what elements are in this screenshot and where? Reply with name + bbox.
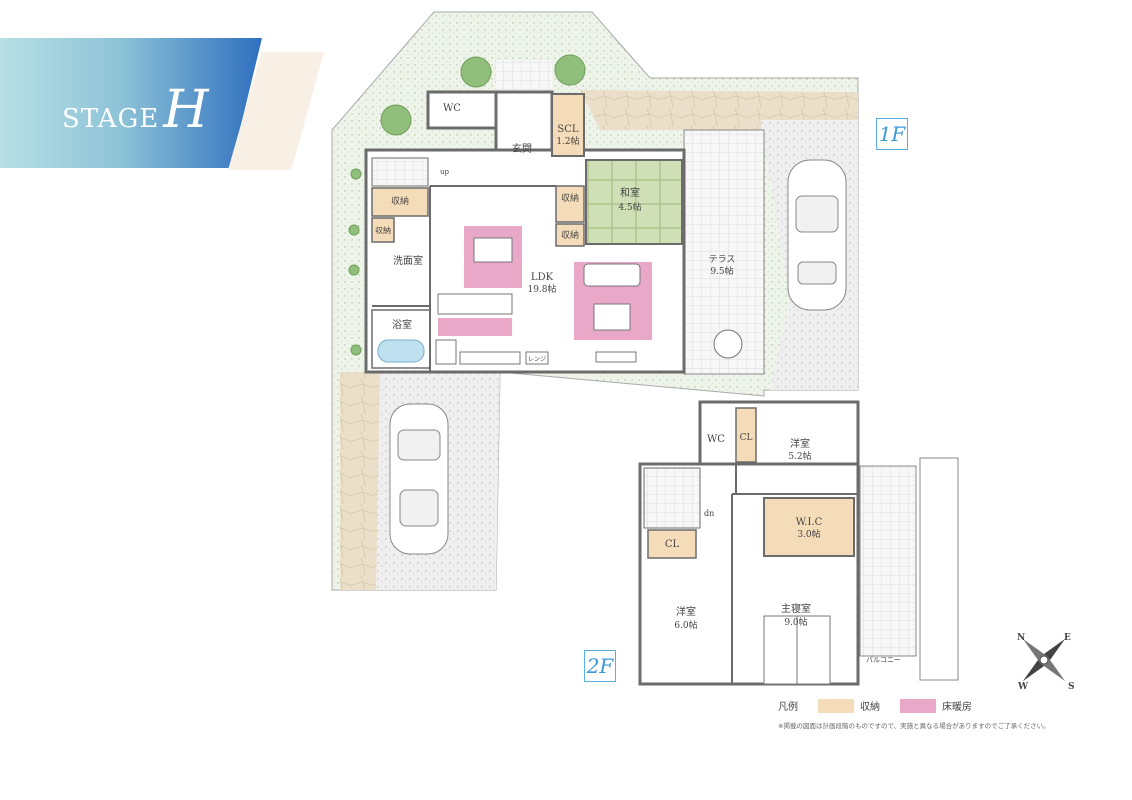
legend-title: 凡例 bbox=[778, 702, 798, 713]
compass-e: E bbox=[1064, 633, 1071, 643]
label-terrace: テラス bbox=[709, 254, 736, 265]
label-ldk-size: 19.8帖 bbox=[527, 283, 556, 295]
compass-s: S bbox=[1068, 682, 1075, 692]
label-storage-1f-d: 収納 bbox=[561, 229, 579, 241]
legend: 凡例 収納 床暖房 bbox=[778, 698, 972, 713]
label-wc-1f: WC bbox=[443, 103, 461, 114]
tv-board bbox=[595, 351, 637, 363]
label-washroom: 洗面室 bbox=[393, 254, 423, 267]
storage-1f-c bbox=[555, 185, 585, 223]
label-wic-size: 3.0帖 bbox=[797, 528, 820, 540]
coffee-table bbox=[593, 303, 631, 331]
range-box bbox=[525, 351, 549, 365]
wic-room bbox=[763, 497, 855, 557]
storage-1f-d bbox=[555, 223, 585, 247]
plan-note: ※掲載の図面は計画段階のものですので、実施と異なる場合がありますのでご了承くださ… bbox=[778, 722, 1050, 730]
label-cl-2f-a: CL bbox=[740, 433, 753, 443]
label-cl-2f-b: CL bbox=[665, 539, 680, 550]
legend-label-floor-heat: 床暖房 bbox=[942, 702, 972, 713]
bathtub bbox=[377, 339, 425, 363]
fridge bbox=[435, 339, 457, 365]
label-entrance: 玄関 bbox=[512, 142, 532, 155]
label-western-a-size: 5.2帖 bbox=[788, 450, 811, 462]
label-western-a: 洋室 bbox=[790, 437, 810, 450]
stage-letter: H bbox=[163, 80, 209, 140]
terrace-table bbox=[713, 329, 743, 359]
compass-w: W bbox=[1017, 682, 1029, 692]
label-western-b: 洋室 bbox=[676, 605, 696, 618]
stage-title: STAGEH bbox=[62, 80, 209, 140]
label-western-b-size: 6.0帖 bbox=[674, 619, 697, 631]
label-dn: dn bbox=[704, 509, 714, 518]
legend-label-storage: 収納 bbox=[860, 702, 880, 713]
floor-tag-2f: 2F bbox=[584, 650, 616, 682]
car-right bbox=[787, 159, 847, 311]
label-master: 主寝室 bbox=[781, 602, 811, 615]
scl-room bbox=[551, 93, 585, 157]
label-ldk: LDK bbox=[531, 272, 554, 283]
balcony-wall bbox=[919, 457, 959, 681]
cl-2f-b bbox=[647, 529, 697, 559]
cl-2f-a bbox=[735, 407, 757, 463]
label-up: up bbox=[440, 168, 450, 176]
sofa bbox=[583, 263, 641, 287]
label-bath: 浴室 bbox=[392, 318, 412, 331]
stone-path-left bbox=[340, 372, 380, 590]
label-master-size: 9.0帖 bbox=[784, 616, 807, 628]
garden-trees bbox=[348, 54, 586, 356]
compass-rose bbox=[1022, 638, 1066, 682]
label-scl-size: 1.2帖 bbox=[556, 135, 579, 147]
japanese-room bbox=[585, 159, 683, 245]
compass-n: N bbox=[1017, 633, 1025, 643]
stair-1f bbox=[371, 157, 429, 187]
floor-heat-kitchen bbox=[438, 318, 512, 336]
label-storage-1f-b: 収納 bbox=[375, 225, 391, 235]
legend-swatch-storage bbox=[818, 698, 854, 713]
label-storage-1f-a: 収納 bbox=[391, 195, 409, 207]
label-terrace-size: 9.5帖 bbox=[710, 265, 733, 277]
kitchen-counter bbox=[437, 293, 513, 315]
label-wc-2f: WC bbox=[707, 434, 725, 445]
storage-1f-b bbox=[371, 217, 395, 243]
stair-2f bbox=[643, 467, 701, 529]
stage-word: STAGE bbox=[62, 104, 160, 134]
label-japanese-size: 4.5帖 bbox=[618, 201, 641, 213]
label-japanese: 和室 bbox=[620, 186, 640, 199]
kitchen-back bbox=[459, 351, 521, 365]
car-left bbox=[389, 403, 449, 555]
label-storage-1f-c: 収納 bbox=[561, 192, 579, 204]
dining-table bbox=[473, 237, 513, 263]
label-wic: W.I.C bbox=[796, 517, 823, 528]
label-range: レンジ bbox=[528, 356, 546, 363]
label-scl: SCL bbox=[557, 124, 579, 135]
legend-swatch-floor-heat bbox=[900, 698, 936, 713]
floor-tag-1f: 1F bbox=[876, 118, 908, 150]
label-balcony: バルコニー bbox=[866, 656, 901, 664]
balcony-area bbox=[859, 465, 917, 657]
storage-1f-a bbox=[371, 187, 429, 217]
stage-banner bbox=[0, 38, 262, 168]
